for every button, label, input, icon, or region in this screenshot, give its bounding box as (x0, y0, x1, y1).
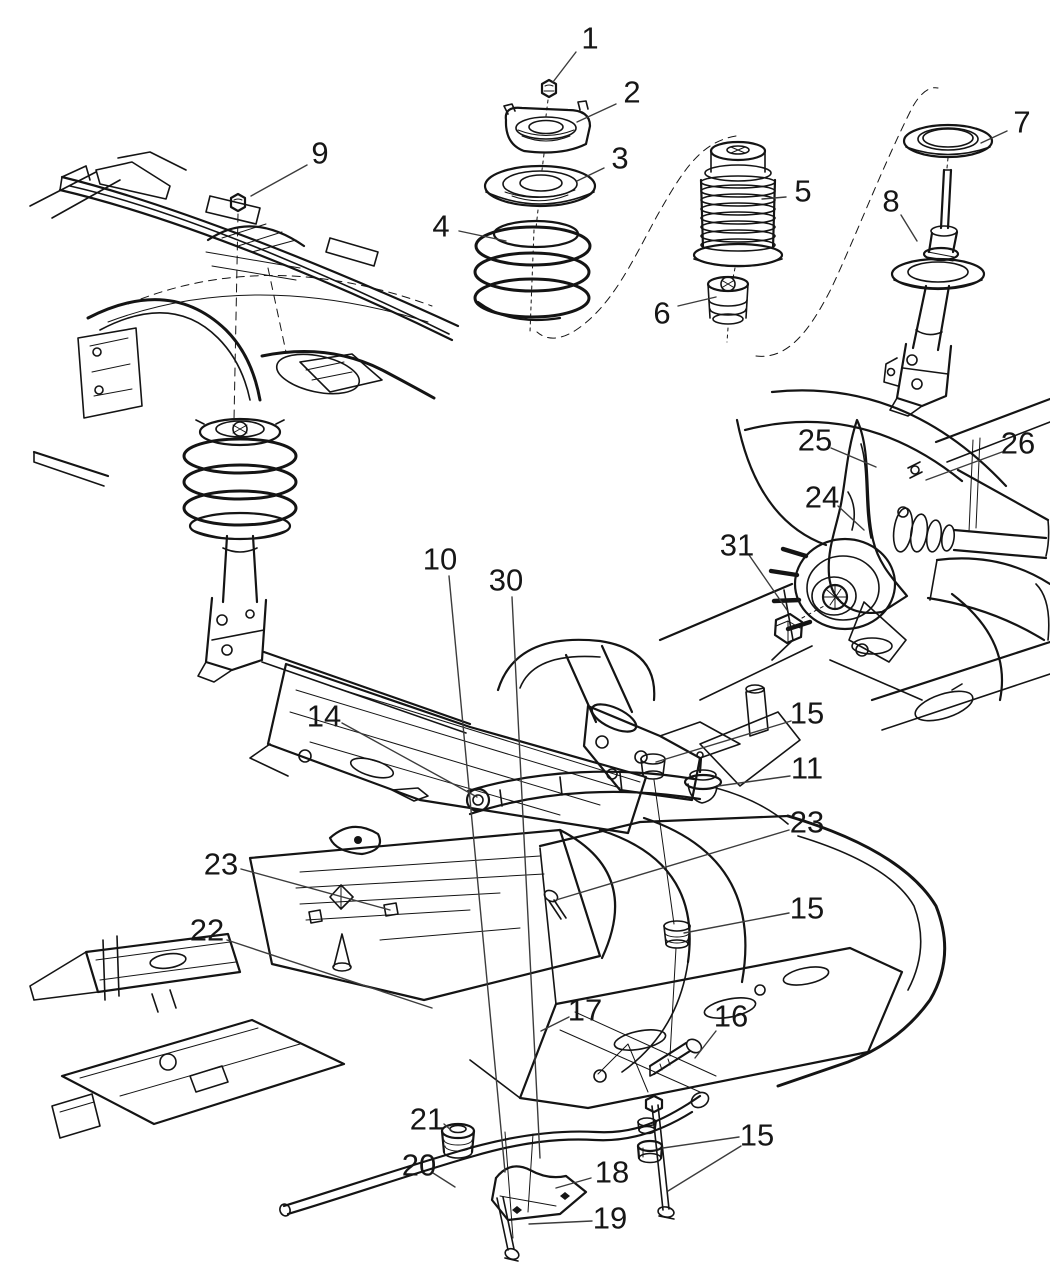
stabilizer-link-bolt (636, 1094, 675, 1220)
callout-21-leader (443, 1123, 453, 1132)
callout-31-leader (748, 554, 788, 611)
strut-damper (883, 168, 986, 417)
callout-23: 23 (204, 847, 238, 882)
callout-5: 5 (794, 174, 811, 209)
callout-17: 17 (568, 993, 602, 1028)
callout-23-leader (240, 868, 391, 911)
steering-knuckle-hub (735, 389, 1050, 663)
callout-3-leader (576, 167, 605, 182)
callout-7: 7 (1013, 105, 1030, 140)
callout-8-leader (900, 214, 918, 242)
callout-19-leader (528, 1220, 593, 1225)
callout-15: 15 (790, 696, 824, 731)
hub-nut (773, 612, 804, 645)
floor-pan-upper (249, 650, 648, 856)
callout-2: 2 (623, 75, 640, 110)
fender-panel (29, 151, 460, 487)
callout-18: 18 (595, 1155, 629, 1190)
callout-6: 6 (653, 296, 670, 331)
callout-6-leader (677, 296, 717, 307)
callout-22: 22 (190, 913, 224, 948)
callout-16-leader (694, 1030, 717, 1059)
callout-10: 10 (423, 542, 457, 577)
callout-15: 15 (790, 891, 824, 926)
front-strut-assembly-installed (182, 192, 298, 683)
callout-22-leader (226, 939, 433, 1009)
sway-bar-bushing (440, 1122, 476, 1159)
callout-18-leader (555, 1177, 592, 1189)
callout-9: 9 (311, 136, 328, 171)
callout-4: 4 (432, 209, 449, 244)
callout-4-leader (458, 230, 507, 242)
strut-mount (503, 100, 592, 171)
callout-15-leader (683, 912, 790, 934)
callout-21: 21 (410, 1102, 444, 1137)
callout-15-leader (662, 1136, 740, 1149)
callout-25-leader (830, 447, 877, 468)
callout-1-leader (552, 51, 577, 83)
callout-1: 1 (581, 21, 598, 56)
callout-24: 24 (805, 480, 839, 515)
callout-26-leader (925, 451, 1003, 481)
callout-23-leader (555, 829, 790, 901)
callout-24-leader (837, 505, 865, 531)
sway-bar (279, 1091, 710, 1217)
callout-11: 11 (791, 751, 823, 786)
drivetrain-frame-lines (658, 582, 1050, 731)
callout-7-leader (980, 130, 1008, 144)
callout-20-leader (432, 1172, 456, 1188)
callout-30-leader (511, 596, 541, 1159)
jounce-bumper (706, 275, 750, 343)
ball-joint (683, 751, 723, 804)
fender-mount-nut (229, 192, 247, 213)
callout-2-leader (576, 103, 617, 123)
callout-25: 25 (798, 423, 832, 458)
floor-pan-lower (248, 828, 617, 1002)
pan-bolt (543, 889, 567, 920)
callout-14: 14 (307, 699, 341, 734)
frame-rails (29, 932, 346, 1139)
callout-17-leader (540, 1016, 570, 1032)
spring-seat-bearing (483, 164, 597, 229)
callout-15-leader (667, 1145, 742, 1192)
callout-3: 3 (611, 141, 628, 176)
callout-15-leader (655, 720, 792, 763)
callout-16: 16 (714, 999, 748, 1034)
callout-10-leader (448, 575, 506, 1173)
lower-control-arm (465, 751, 789, 825)
callout-14-leader (341, 722, 478, 798)
callout-15: 15 (740, 1118, 774, 1153)
callout-31: 31 (720, 528, 754, 563)
callout-23: 23 (790, 805, 824, 840)
firewall-curves (598, 816, 747, 1073)
assembly-order-curves (536, 87, 939, 357)
coil-spring (473, 219, 592, 333)
upper-spring-seat-washer (902, 123, 994, 169)
dust-boot (692, 140, 784, 279)
strut-mount-nut (540, 78, 558, 117)
clamp-bolt (496, 1196, 520, 1262)
callout-8: 8 (882, 184, 899, 219)
strut-tower-lower-mount (496, 638, 801, 802)
callout-26: 26 (1001, 426, 1035, 461)
crossmember-cradle (469, 814, 947, 1110)
callout-20: 20 (402, 1148, 436, 1183)
callout-11-leader (717, 775, 791, 787)
callout-5-leader (761, 196, 787, 200)
callout-9-leader (250, 164, 308, 197)
callout-30: 30 (489, 563, 523, 598)
callout-19: 19 (593, 1201, 627, 1236)
cradle-bolt (648, 1038, 703, 1077)
